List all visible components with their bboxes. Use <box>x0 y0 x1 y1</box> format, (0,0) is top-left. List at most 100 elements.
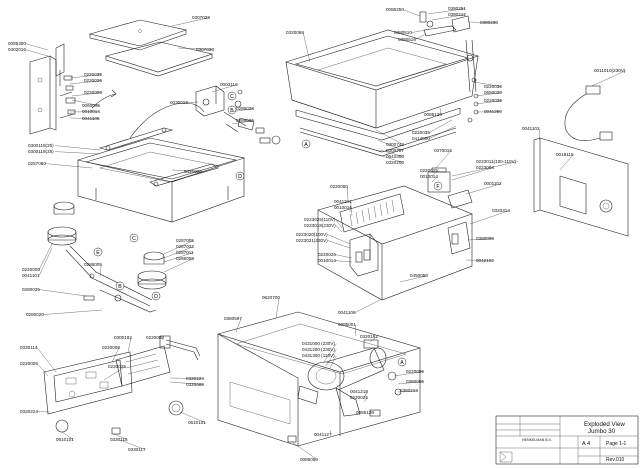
part-number-label: 0220025 <box>350 395 368 400</box>
part-number-label: 0287011 <box>176 250 194 255</box>
part-number-label: 0220008 <box>102 345 120 350</box>
callout-letter: A <box>400 360 404 366</box>
part-number-label: 0431300 (110V) <box>302 353 335 358</box>
lid-gasket <box>104 41 214 77</box>
part-number-label: 0030016 <box>170 100 188 105</box>
part-number-label: 0307028 <box>192 15 210 20</box>
pump-fittings <box>287 339 402 443</box>
leader-line <box>393 371 424 377</box>
part-number-label: 0380213 <box>400 388 418 393</box>
part-number-label: 0085300 <box>8 41 26 46</box>
leader-line <box>69 117 100 119</box>
part-number-label: 0380251 <box>448 6 466 11</box>
terminal-block <box>339 193 405 233</box>
part-number-label: 0220036 <box>484 84 502 89</box>
leader-line <box>179 411 206 423</box>
hose <box>129 102 205 139</box>
leader-line <box>54 145 101 151</box>
plug-socket <box>447 189 473 255</box>
callout-letter: B <box>118 284 122 290</box>
part-number-label: 0610101 <box>56 437 74 442</box>
leader-line <box>335 254 353 259</box>
arrow-curve <box>91 93 117 109</box>
leader-line <box>375 129 404 145</box>
leader-line <box>291 441 318 460</box>
leader-line <box>25 43 49 51</box>
leader-line <box>377 139 404 151</box>
leader-line <box>119 439 146 450</box>
part-number-label: 0380510 <box>394 30 412 35</box>
foot-right-1 <box>137 251 167 290</box>
revision: Rev.010 <box>606 457 624 463</box>
leader-line <box>473 81 502 87</box>
part-number-label: 0421020 <box>184 169 202 174</box>
leader-line <box>25 49 49 57</box>
part-number-label: 0380098 <box>476 236 494 241</box>
part-number-label: 0001102 <box>484 181 502 186</box>
part-number-label: 0620700 <box>262 295 280 300</box>
callout-letter: E <box>96 250 100 256</box>
leader-line <box>354 324 357 337</box>
part-number-label: 0223004 <box>476 165 494 170</box>
part-number-label: 0320224 <box>186 376 204 381</box>
leader-line <box>231 120 254 125</box>
leader-line <box>187 101 199 103</box>
part-number-label: 0414000 <box>412 136 430 141</box>
leader-line <box>451 161 518 177</box>
leader-line <box>475 100 502 105</box>
part-number-label: 0220025 <box>108 364 126 369</box>
leader-line <box>559 154 574 171</box>
leader-line <box>161 337 164 341</box>
leader-line <box>302 32 311 63</box>
leader-line <box>69 74 102 79</box>
part-number-label: 0380516 <box>398 37 416 42</box>
leader-line <box>71 99 100 106</box>
part-number-label: 0220060 <box>330 184 348 189</box>
leader-line <box>335 219 343 229</box>
part-number-label: 0041218 <box>350 389 368 394</box>
part-number-label: 0220035 <box>84 72 102 77</box>
part-number-label: 0380065 <box>406 379 424 384</box>
part-number-label: 0011010(230V) <box>594 68 626 73</box>
leader-line <box>451 167 494 181</box>
part-number-label: 0280035 <box>22 287 40 292</box>
seal-bar-2 <box>149 163 219 187</box>
leader-line <box>415 33 427 40</box>
leader-line <box>346 186 349 201</box>
callout-marker: E <box>93 247 103 257</box>
part-number-label: 0300118(25) <box>28 143 54 148</box>
part-number-label: 0041101 <box>334 199 352 204</box>
leader-line <box>43 309 103 315</box>
part-number-label: 0330115 <box>110 437 128 442</box>
leader-line <box>329 355 337 369</box>
part-number-label: 0642300 <box>386 154 404 159</box>
leader-line <box>163 252 194 263</box>
callout-marker: A <box>301 139 311 149</box>
leader-line <box>349 201 352 213</box>
title-block: Exploded View Jumbo 30 HENKELMAN B.V. A … <box>495 415 639 465</box>
leader-line <box>335 260 353 263</box>
callout-marker: C <box>129 233 139 243</box>
vacuum-pump <box>297 347 387 417</box>
part-number-label: 0220009 <box>22 267 40 272</box>
part-labels: 0307028030703000853000402016022003502200… <box>8 6 626 462</box>
part-number-label: 0431000 (230V) <box>302 341 335 346</box>
part-number-label: 0320068 <box>286 30 304 35</box>
part-number-label: 0380230 <box>480 20 498 25</box>
title-line1: Exploded View <box>584 421 625 428</box>
leader-line <box>275 297 280 319</box>
leader-line <box>38 243 53 270</box>
part-number-label: 0220006 <box>406 369 424 374</box>
part-number-label: 0300707 <box>386 148 404 153</box>
leader-line <box>327 240 351 249</box>
leader-line <box>467 21 498 23</box>
leader-line <box>467 238 494 241</box>
part-number-label: 0223025(110V) <box>304 217 336 222</box>
leader-line <box>465 259 494 261</box>
callout-marker: D <box>151 291 161 301</box>
power-cord <box>564 85 613 141</box>
leader-line <box>54 151 101 155</box>
part-number-label: 0085001 <box>338 322 356 327</box>
